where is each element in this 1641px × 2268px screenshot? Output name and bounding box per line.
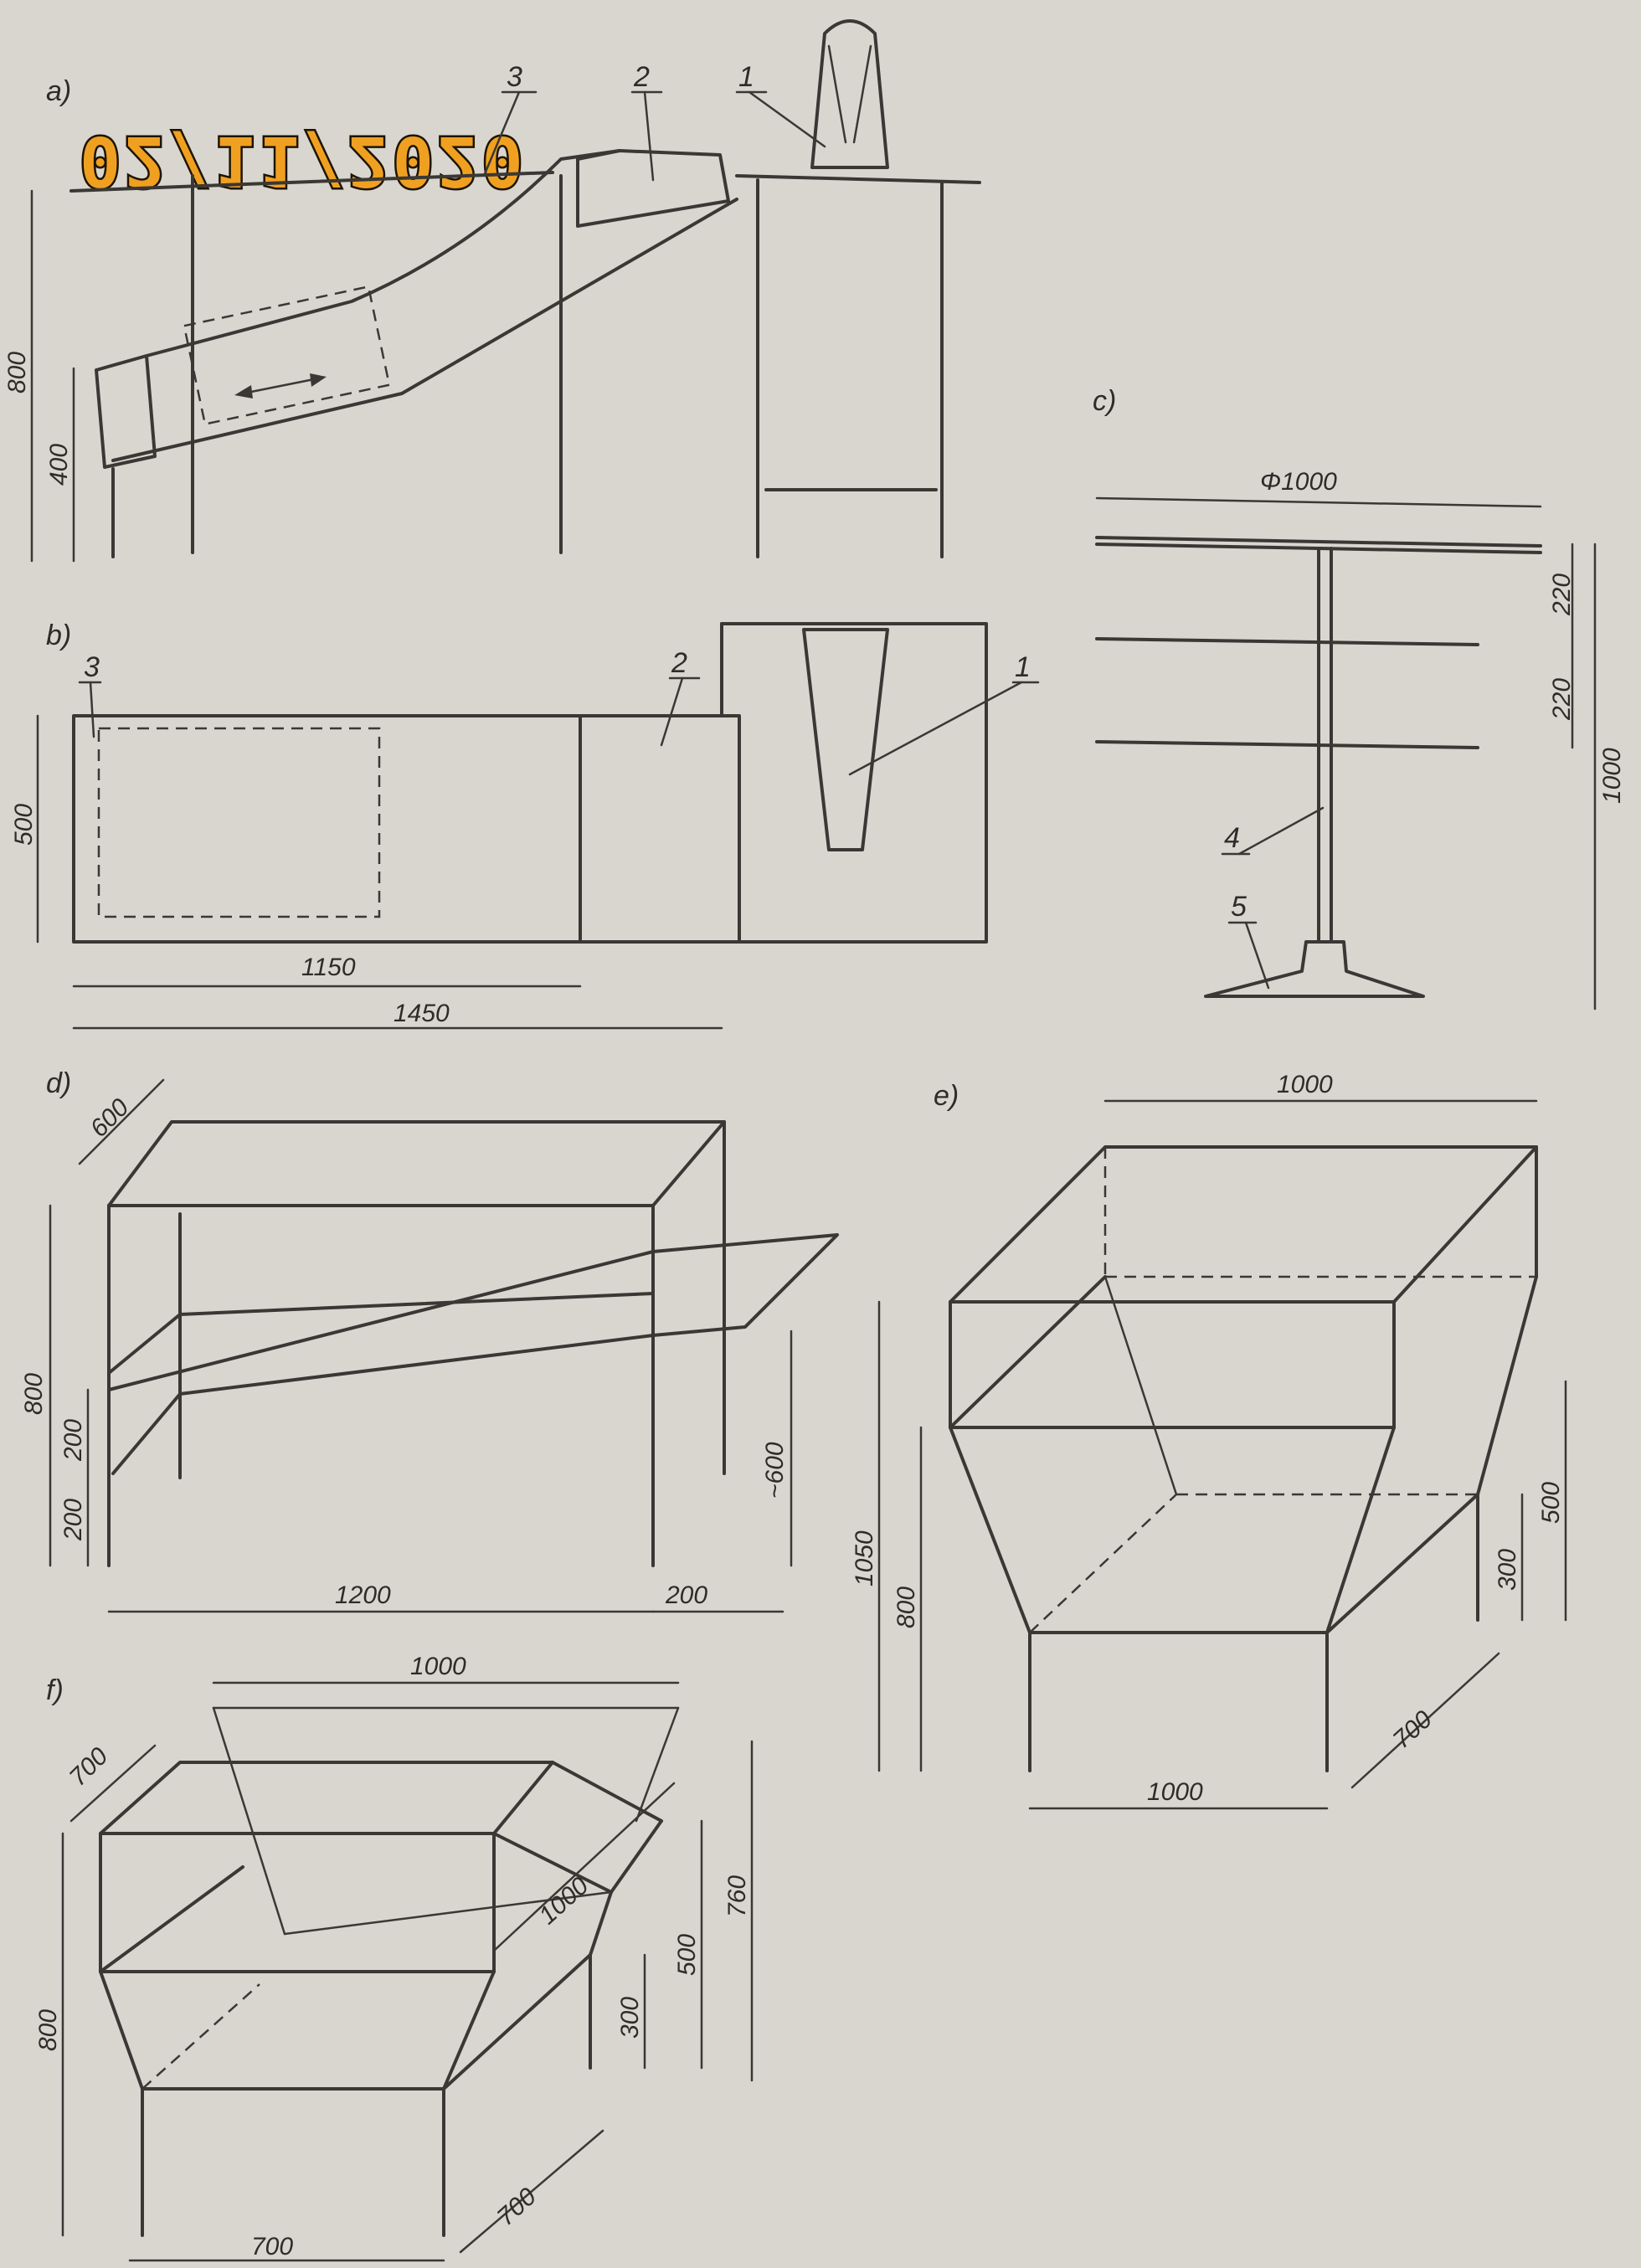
dim-e-1050: 1050	[851, 1530, 878, 1587]
dim-d-200c: 200	[665, 1581, 707, 1609]
dim-f-1000-top: 1000	[410, 1653, 466, 1680]
panel-e-label: e)	[934, 1080, 959, 1112]
panel-e: e) 1000 1050 800 500 300 700 100	[851, 1071, 1567, 1810]
dim-e-300: 300	[1494, 1549, 1521, 1591]
panel-c: c) Φ1000 220 220 1000 4 5	[1093, 385, 1626, 1011]
panel-b-label: b)	[46, 620, 71, 651]
panel-a: a) 800 400 3	[3, 19, 981, 563]
panel-f-label: f)	[46, 1674, 64, 1706]
dim-d-600: 600	[85, 1093, 135, 1143]
dim-f-800: 800	[34, 2009, 62, 2051]
dim-d-200b: 200	[59, 1499, 87, 1541]
callout-b-1: 1	[1015, 651, 1031, 683]
dim-e-800: 800	[893, 1587, 920, 1628]
panel-a-label: a)	[46, 75, 71, 107]
callout-c-4: 4	[1224, 822, 1240, 854]
callout-a-3: 3	[507, 61, 522, 93]
dim-a-800: 800	[3, 352, 31, 393]
dim-e-500: 500	[1537, 1482, 1565, 1524]
dim-d-600b: ~600	[761, 1442, 789, 1499]
callout-c-5: 5	[1231, 891, 1247, 923]
dim-d-200a: 200	[59, 1419, 87, 1462]
panel-d: d) 600 800 200 200 ~600 1200 200	[20, 1067, 839, 1613]
dim-d-800: 800	[20, 1373, 48, 1415]
panel-d-label: d)	[46, 1067, 71, 1099]
callout-a-2: 2	[633, 61, 650, 93]
dim-e-1000-top: 1000	[1277, 1071, 1333, 1098]
dim-f-500: 500	[673, 1934, 701, 1976]
dim-e-1000-bottom: 1000	[1147, 1778, 1203, 1806]
dim-b-1150: 1150	[301, 954, 356, 981]
dim-f-700-bottom: 700	[251, 2233, 293, 2260]
dim-c-220a: 220	[1548, 573, 1576, 616]
dim-f-300: 300	[616, 1997, 644, 2039]
dim-b-1450: 1450	[394, 1000, 450, 1027]
callout-a-1: 1	[738, 61, 754, 93]
dim-c-1000: 1000	[1598, 748, 1626, 804]
dim-f-760: 760	[723, 1875, 751, 1917]
dim-f-700-top: 700	[64, 1742, 114, 1792]
callout-b-2: 2	[671, 647, 687, 679]
callout-b-3: 3	[84, 651, 100, 683]
dim-b-500: 500	[10, 804, 38, 846]
dim-c-phi1000: Φ1000	[1260, 468, 1337, 496]
panel-b: b) 500 1150 1450 3 2 1	[10, 620, 1040, 1030]
panel-c-label: c)	[1093, 385, 1116, 417]
dim-a-400: 400	[45, 444, 73, 486]
panel-f: f) 1000 700 760 1000 500 3	[34, 1653, 754, 2262]
dim-c-220b: 220	[1548, 678, 1576, 721]
dim-d-1200: 1200	[335, 1581, 391, 1609]
